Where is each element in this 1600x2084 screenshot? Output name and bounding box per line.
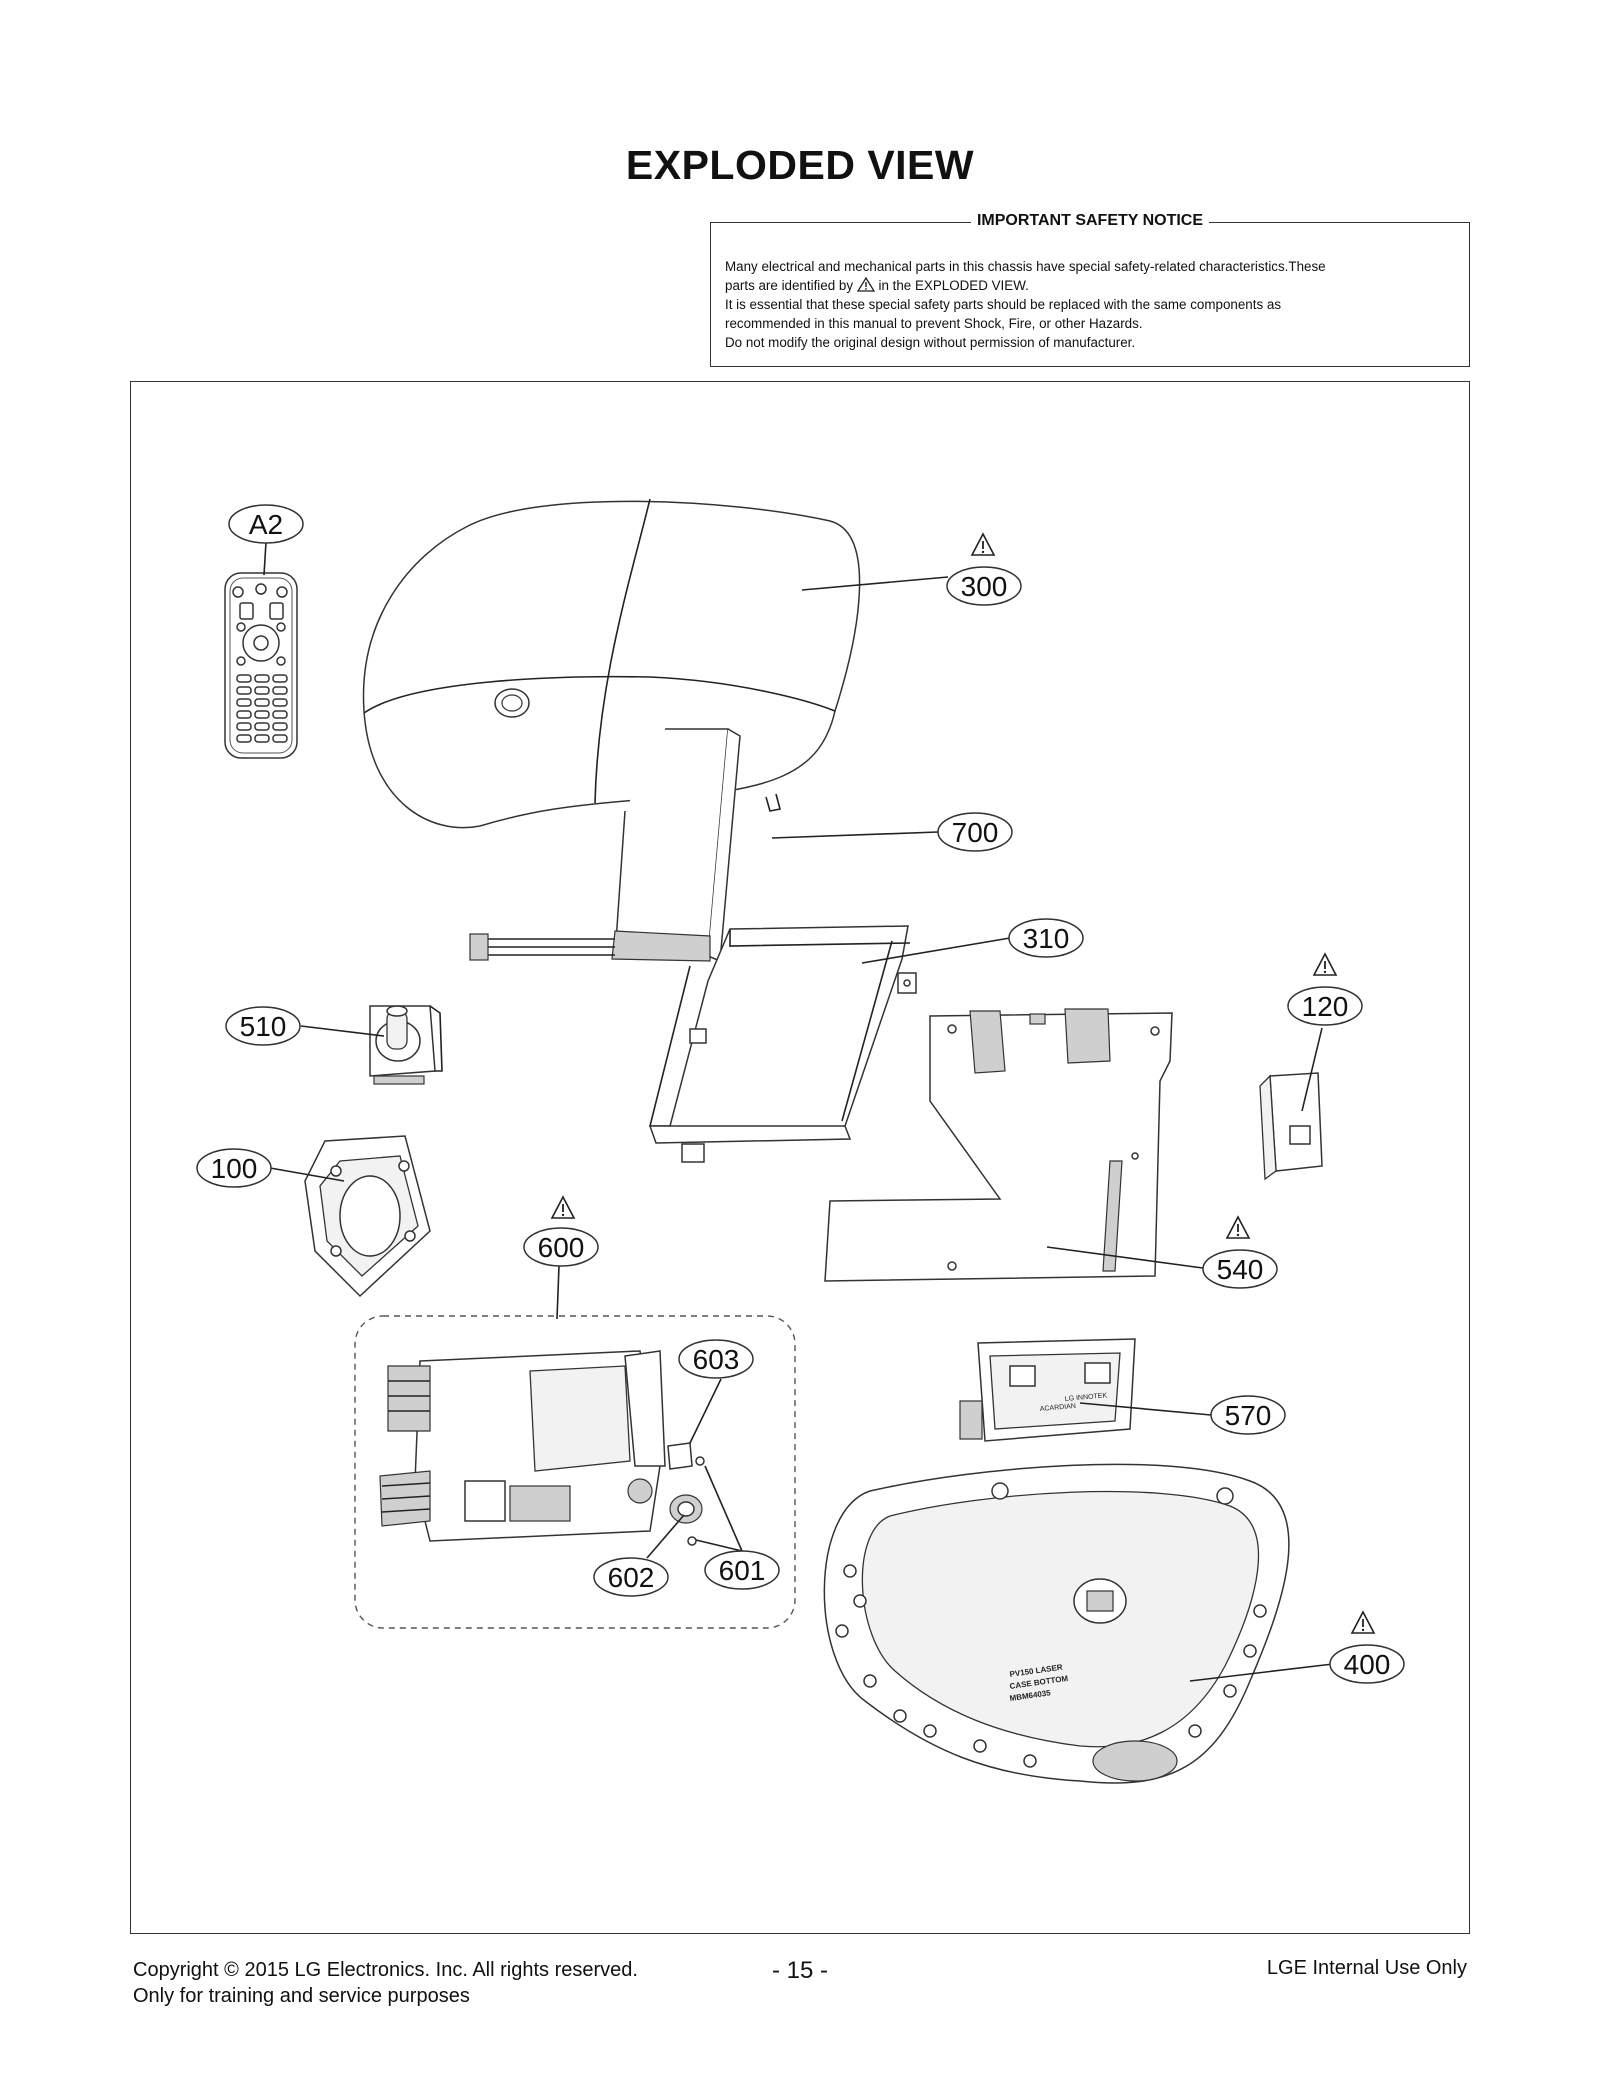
callout-602: 602 <box>593 1557 669 1597</box>
warning-triangle-icon <box>1313 953 1337 976</box>
svg-text:120: 120 <box>1302 991 1349 1022</box>
sub-board-label: ACARDIAN <box>1040 1403 1077 1413</box>
warning-triangle-icon <box>1226 1216 1250 1239</box>
training-text: Only for training and service purposes <box>133 1985 470 2007</box>
svg-text:A2: A2 <box>249 509 283 540</box>
diagram-frame <box>130 381 1470 1934</box>
heatsink-part <box>1259 1072 1323 1181</box>
svg-text:540: 540 <box>1217 1254 1264 1285</box>
callout-570: 570 <box>1210 1395 1286 1435</box>
gear-part <box>669 1494 703 1546</box>
page-title: EXPLODED VIEW <box>625 142 975 188</box>
svg-text:310: 310 <box>1023 923 1070 954</box>
callout-700: 700 <box>937 812 1013 852</box>
safety-notice-body: Many electrical and mechanical parts in … <box>725 257 1455 352</box>
safety-notice-line: Many electrical and mechanical parts in … <box>725 259 1326 274</box>
callout-510: 510 <box>225 1006 301 1046</box>
fan-part <box>304 1135 431 1298</box>
svg-text:300: 300 <box>961 571 1008 602</box>
callout-400: 400 <box>1329 1644 1405 1684</box>
battery-part <box>469 728 741 963</box>
sub-board-label: LG INNOTEK <box>1065 1392 1108 1403</box>
focus-knob-part <box>369 1005 443 1085</box>
svg-text:602: 602 <box>608 1562 655 1593</box>
callout-100: 100 <box>196 1148 272 1188</box>
svg-text:100: 100 <box>211 1153 258 1184</box>
safety-notice-line: Do not modify the original design withou… <box>725 335 1136 350</box>
warning-triangle-icon <box>1351 1611 1375 1634</box>
sub-board-part: ACARDIAN LG INNOTEK <box>959 1338 1136 1442</box>
safety-notice-box: IMPORTANT SAFETY NOTICE Many electrical … <box>710 212 1470 367</box>
bracket-part <box>648 925 917 1163</box>
safety-notice-line: recommended in this manual to prevent Sh… <box>725 316 1143 331</box>
main-board-part <box>824 1008 1173 1282</box>
top-cover-part <box>362 498 861 829</box>
engine-assembly-outline <box>354 1315 796 1629</box>
page-number: - 15 - <box>771 1957 828 1984</box>
callout-a2: A2 <box>228 504 304 544</box>
screw-part <box>667 1442 705 1470</box>
svg-text:510: 510 <box>240 1011 287 1042</box>
footer-copyright: Copyright © 2015 LG Electronics. Inc. Al… <box>133 1957 638 2009</box>
callout-120: 120 <box>1287 986 1363 1026</box>
callout-310: 310 <box>1008 918 1084 958</box>
safety-notice-line: It is essential that these special safet… <box>725 297 1282 312</box>
warning-triangle-icon <box>971 533 995 556</box>
callout-601: 601 <box>704 1550 780 1590</box>
optical-engine-part <box>379 1350 666 1542</box>
copyright-text: Copyright © 2015 LG Electronics. Inc. Al… <box>133 1959 638 1981</box>
safety-notice-title: IMPORTANT SAFETY NOTICE <box>711 212 1469 230</box>
svg-text:601: 601 <box>719 1555 766 1586</box>
remote-control-part <box>224 572 298 759</box>
callout-540: 540 <box>1202 1249 1278 1289</box>
callout-600: 600 <box>523 1227 599 1267</box>
safety-notice-line: parts are identified by in the EXPLODED … <box>725 277 1029 293</box>
warning-triangle-icon <box>856 277 875 292</box>
svg-text:700: 700 <box>952 817 999 848</box>
svg-text:570: 570 <box>1225 1400 1272 1431</box>
exploded-view-diagram: ACARDIAN LG INNOTEK PV150 LASER CASE BOT… <box>196 498 1405 1784</box>
internal-use-text: LGE Internal Use Only <box>1266 1957 1467 1979</box>
callout-603: 603 <box>678 1339 754 1379</box>
svg-text:603: 603 <box>693 1344 740 1375</box>
svg-text:400: 400 <box>1344 1649 1391 1680</box>
svg-text:600: 600 <box>538 1232 585 1263</box>
bottom-case-part: PV150 LASER CASE BOTTOM MBM64035 <box>823 1463 1290 1784</box>
callout-300: 300 <box>946 566 1022 606</box>
warning-triangle-icon <box>551 1196 575 1219</box>
